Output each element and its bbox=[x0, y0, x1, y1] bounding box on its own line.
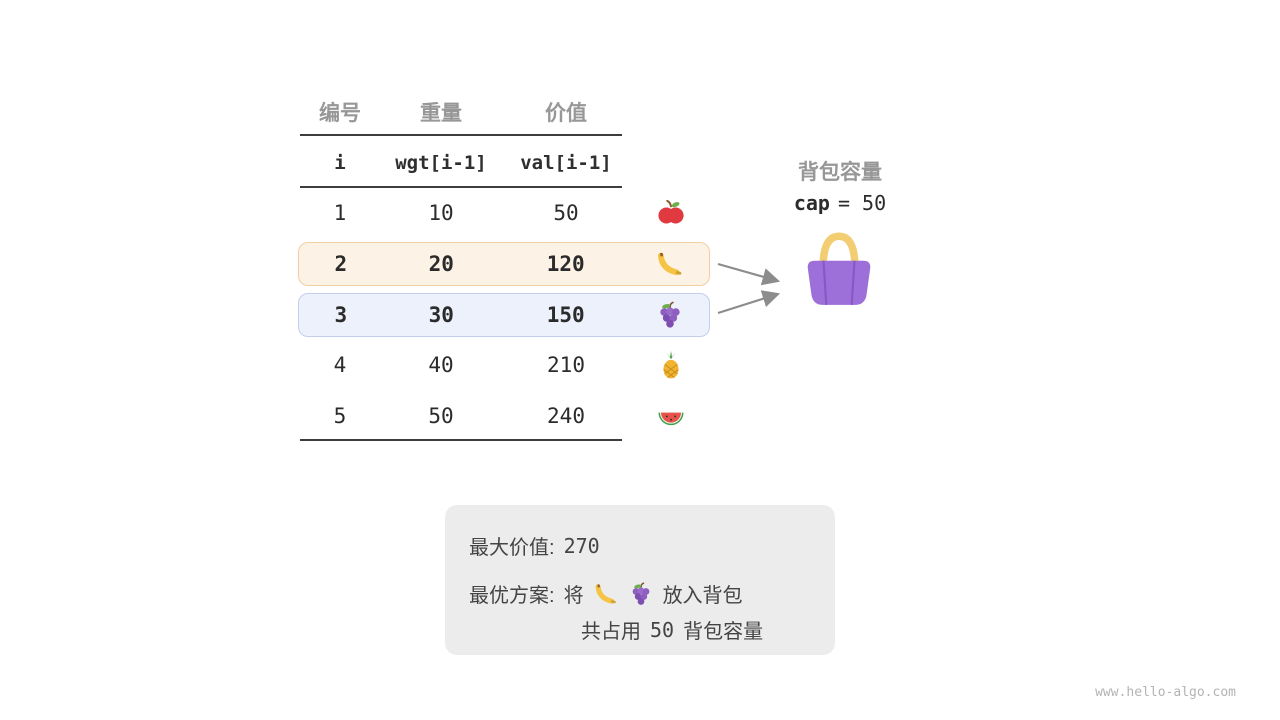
header-id: 编号 bbox=[319, 102, 361, 125]
used-value: 50 bbox=[650, 617, 675, 642]
cap-keyword: cap bbox=[793, 191, 830, 215]
max-value: 270 bbox=[563, 533, 600, 558]
plan-label: 最优方案: bbox=[469, 585, 555, 607]
result-panel: 最大价值: 270 最优方案: 将 放入背包 共占用 50 背包容量 bbox=[445, 505, 835, 655]
table-code-header-row: i wgt[i-1] val[i-1] bbox=[298, 141, 710, 185]
apple-icon bbox=[656, 198, 686, 228]
table-row-highlighted-grapes: 3 30 150 bbox=[298, 293, 710, 337]
arrow-banana-to-bag-icon bbox=[717, 262, 781, 286]
cell-index: 2 bbox=[334, 252, 348, 276]
cell-weight: 40 bbox=[428, 353, 454, 377]
used-prefix: 共占用 bbox=[581, 621, 641, 643]
cell-weight: 50 bbox=[428, 404, 454, 428]
cell-value: 50 bbox=[553, 201, 579, 225]
code-header-wgt: wgt[i-1] bbox=[395, 152, 487, 174]
used-suffix: 背包容量 bbox=[683, 621, 764, 643]
banana-icon bbox=[655, 249, 685, 279]
cell-value: 150 bbox=[546, 303, 585, 327]
cell-value: 210 bbox=[547, 353, 585, 377]
table-rule-bottom bbox=[300, 439, 622, 441]
site-watermark: www.hello-algo.com bbox=[1095, 685, 1236, 700]
banana-icon bbox=[593, 581, 619, 607]
knapsack-capacity-label: 背包容量 bbox=[798, 161, 882, 184]
plan-prefix: 将 bbox=[563, 585, 584, 607]
table-rule-header bbox=[300, 186, 622, 188]
table-row: 5 50 240 bbox=[298, 394, 710, 438]
watermelon-icon bbox=[656, 401, 686, 431]
table-row: 4 40 210 bbox=[298, 343, 710, 387]
grapes-icon bbox=[655, 300, 685, 330]
plan-line: 最优方案: 将 放入背包 bbox=[469, 579, 835, 608]
code-header-i: i bbox=[334, 152, 346, 174]
plan-suffix: 放入背包 bbox=[662, 585, 743, 607]
cell-value: 240 bbox=[547, 404, 585, 428]
cell-index: 4 bbox=[333, 353, 347, 377]
used-capacity-line: 共占用 50 背包容量 bbox=[581, 615, 835, 644]
grapes-icon bbox=[628, 581, 654, 607]
cell-index: 3 bbox=[334, 303, 348, 327]
cell-index: 1 bbox=[333, 201, 347, 225]
table-header-row: 编号 重量 价值 bbox=[298, 90, 710, 134]
handbag-icon bbox=[792, 224, 886, 320]
capacity-value: cap = 50 bbox=[758, 191, 922, 215]
table-rule-top bbox=[300, 134, 622, 136]
arrow-grapes-to-bag-icon bbox=[717, 290, 781, 315]
cell-weight: 30 bbox=[428, 303, 454, 327]
pineapple-icon bbox=[656, 350, 686, 380]
cell-weight: 10 bbox=[428, 201, 454, 225]
header-value: 价值 bbox=[545, 102, 587, 125]
table-row-highlighted-banana: 2 20 120 bbox=[298, 242, 710, 286]
cell-index: 5 bbox=[333, 404, 347, 428]
max-value-line: 最大价值: 270 bbox=[469, 531, 835, 560]
cap-rest: = 50 bbox=[837, 191, 887, 215]
table-row: 1 10 50 bbox=[298, 191, 710, 235]
code-header-val: val[i-1] bbox=[520, 152, 612, 174]
arrows-to-bag bbox=[717, 262, 781, 315]
cell-weight: 20 bbox=[428, 252, 454, 276]
header-weight: 重量 bbox=[420, 102, 462, 125]
max-value-label: 最大价值: bbox=[469, 537, 555, 559]
cell-value: 120 bbox=[546, 252, 585, 276]
